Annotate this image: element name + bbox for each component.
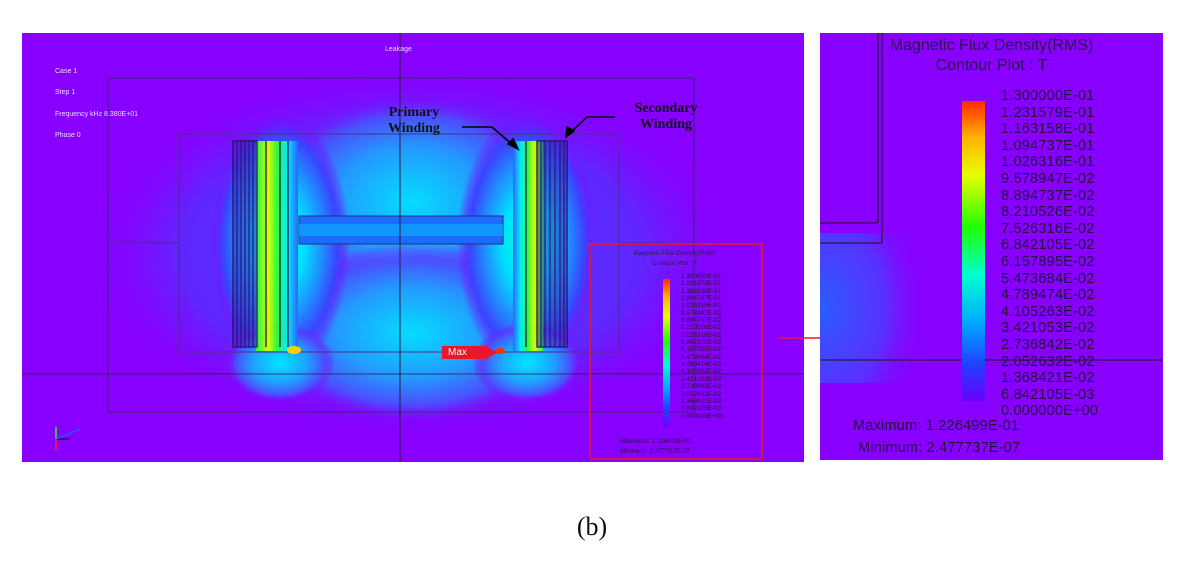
legend-small-tick-label: 6.842105E-02 <box>681 339 722 347</box>
legend-tick-label: 4.105263E-02 <box>1001 303 1095 320</box>
legend-title-line1: Magnetic Flux Density(RMS) <box>889 37 1094 54</box>
info-case: Case 1 <box>55 68 78 75</box>
legend-small-tick-label: 6.157895E-02 <box>681 346 722 354</box>
legend-tick-label: 4.789474E-02 <box>1001 287 1095 304</box>
legend-small-tick-label: 9.578947E-02 <box>681 309 722 317</box>
legend-small-tick-label: 1.094737E-01 <box>681 295 722 303</box>
legend-tick-label: 2.736842E-02 <box>1001 336 1095 353</box>
legend-small-maximum: Maximum: 1.226499E-01 <box>620 438 692 445</box>
plot-title: Leakage <box>385 46 412 53</box>
legend-title: Magnetic Flux Density(RMS) Contour Plot … <box>820 36 1163 76</box>
info-phase: Phase 0 <box>55 132 81 139</box>
secondary-winding-label: Secondary Winding <box>634 101 698 132</box>
max-marker: Max <box>442 346 497 359</box>
legend-small-tick-label: 1.163158E-01 <box>681 287 722 295</box>
legend-small-tick-label: 3.421053E-02 <box>681 375 722 383</box>
legend-small-tick-label: 4.105263E-02 <box>681 368 722 376</box>
legend-small-tick-label: 8.210526E-02 <box>681 324 722 332</box>
zoomed-legend-panel: Magnetic Flux Density(RMS) Contour Plot … <box>820 33 1163 460</box>
zoomed-field <box>820 33 1163 460</box>
legend-small-tick-label: 6.842105E-03 <box>681 405 722 413</box>
legend-minimum: Minimum: 2.477737E-07 <box>858 440 1021 456</box>
legend-small-title: Magnetic Flux Density(RMS) Contour Plot … <box>593 249 757 269</box>
legend-tick-label: 1.231579E-01 <box>1001 104 1095 121</box>
legend-small-tick-label: 4.789474E-02 <box>681 361 722 369</box>
figure-caption: (b) <box>576 512 608 541</box>
info-frequency: Frequency kHz 8.380E+01 <box>55 111 139 118</box>
legend-tick-label: 6.842105E-03 <box>1001 386 1095 403</box>
legend-tick-label: 3.421053E-02 <box>1001 320 1095 337</box>
legend-small-tick-label: 8.894737E-02 <box>681 317 722 325</box>
legend-tick-label: 2.052632E-02 <box>1001 353 1095 370</box>
legend-small-title-line1: Magnetic Flux Density(RMS) <box>633 250 717 257</box>
legend-tick-label: 1.026316E-01 <box>1001 154 1095 171</box>
legend-tick-label: 5.473684E-02 <box>1001 270 1095 287</box>
max-arrow-icon <box>442 346 497 359</box>
legend-tick-label: 1.300000E-01 <box>1001 88 1095 104</box>
legend-tick-label: 1.368421E-02 <box>1001 370 1095 387</box>
legend-small-tick-label: 7.526316E-02 <box>681 331 722 339</box>
legend-small-tick-label: 2.736842E-02 <box>681 383 722 391</box>
flux-density-contour <box>22 33 804 462</box>
legend-small-title-line2: Contour Plot : T <box>652 260 698 267</box>
legend-small-minimum: Minimum: 2.477737E-07 <box>620 448 690 455</box>
legend-small-tick-label: 1.300000E-01 <box>681 273 722 280</box>
legend-small-tick-label: 1.231579E-01 <box>681 280 722 288</box>
legend-small-tick-label: 0.000000E+00 <box>681 412 723 420</box>
legend-tick-label: 1.094737E-01 <box>1001 137 1095 154</box>
legend-tick-label: 9.578947E-02 <box>1001 170 1095 187</box>
max-label: Max <box>448 347 467 358</box>
legend-small-tick-label: 1.368421E-02 <box>681 397 722 405</box>
legend-tick-label: 6.842105E-02 <box>1001 237 1095 254</box>
legend-tick-label: 8.210526E-02 <box>1001 204 1095 221</box>
legend-tick-label: 0.000000E+00 <box>1001 403 1099 420</box>
legend-small-tick-label: 1.026316E-01 <box>681 302 722 310</box>
legend-title-line2: Contour Plot : T <box>935 57 1048 74</box>
axis-triad-icon <box>55 427 81 451</box>
legend-small-tick-label: 5.473684E-02 <box>681 353 722 361</box>
legend-tick-label: 6.157895E-02 <box>1001 253 1095 270</box>
primary-winding-label: Primary Winding <box>388 105 440 136</box>
contour-plot-panel: Max Leakage Case 1 Step 1 Frequency kHz … <box>22 33 804 462</box>
legend-maximum: Maximum: 1.226499E-01 <box>853 418 1020 434</box>
legend-tick-label: 1.163158E-01 <box>1001 121 1095 138</box>
legend-tick-label: 8.894737E-02 <box>1001 187 1095 204</box>
info-step: Step 1 <box>55 89 76 96</box>
legend-small-tick-label: 2.052632E-02 <box>681 390 722 398</box>
legend-tick-label: 7.526316E-02 <box>1001 220 1095 237</box>
